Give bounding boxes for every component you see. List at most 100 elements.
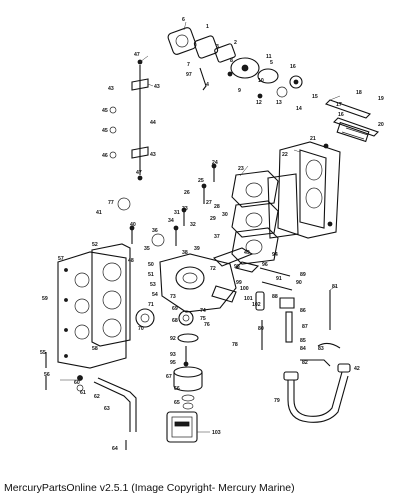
callout-75: 75 [200, 316, 206, 322]
callout-15: 15 [312, 94, 318, 100]
callout-89: 89 [300, 272, 306, 278]
callout-9: 9 [238, 88, 241, 94]
silencer-cover[interactable] [57, 251, 127, 369]
callout-32: 32 [190, 222, 196, 228]
carburetor-body[interactable] [135, 247, 254, 328]
fuel-pump-assembly[interactable] [167, 27, 303, 99]
primer-tube[interactable] [45, 352, 137, 450]
callout-94: 94 [272, 252, 278, 258]
silencer-gasket[interactable] [91, 243, 131, 347]
callout-100: 100 [240, 286, 249, 292]
choke-link-rod[interactable] [109, 59, 149, 181]
callout-69: 69 [172, 306, 178, 312]
callout-1: 1 [206, 24, 209, 30]
callout-43c: 43 [150, 152, 156, 158]
callout-65: 65 [174, 400, 180, 406]
fuel-hose[interactable] [283, 363, 351, 423]
callout-86: 86 [300, 308, 306, 314]
callout-67: 67 [166, 374, 172, 380]
callout-84: 84 [300, 346, 306, 352]
callout-27: 27 [206, 200, 212, 206]
callout-48: 48 [128, 258, 134, 264]
callout-18: 18 [356, 90, 362, 96]
callout-101: 101 [244, 296, 253, 302]
callout-33: 33 [182, 206, 188, 212]
callout-98: 98 [234, 264, 240, 270]
callout-11: 11 [266, 54, 272, 60]
callout-60: 60 [74, 380, 80, 386]
callout-87: 87 [302, 324, 308, 330]
callout-99: 99 [236, 280, 242, 286]
carburetor-adapter-plates[interactable] [231, 170, 299, 265]
callout-80: 80 [258, 326, 264, 332]
callout-97: 97 [186, 72, 192, 78]
callout-36: 36 [152, 228, 158, 234]
callout-12: 12 [256, 100, 262, 106]
copyright-footer: MercuryPartsOnline v2.5.1 (Image Copyrig… [4, 482, 295, 494]
callout-62: 62 [94, 394, 100, 400]
callout-29: 29 [210, 216, 216, 222]
callout-79: 79 [274, 398, 280, 404]
callout-57: 57 [58, 256, 64, 262]
callout-13: 13 [276, 100, 282, 106]
callout-61: 61 [80, 390, 86, 396]
callout-labels: 6 1 2 3 7 97 4 8 9 10 11 12 13 14 15 16 … [40, 17, 384, 452]
callout-5: 5 [270, 60, 273, 66]
leader-lines [60, 21, 341, 381]
callout-25: 25 [198, 178, 204, 184]
callout-8: 8 [230, 58, 233, 64]
callout-55: 55 [40, 350, 46, 356]
callout-14: 14 [296, 106, 302, 112]
reed-valve-set[interactable] [324, 99, 380, 143]
callout-26: 26 [184, 190, 190, 196]
callout-39: 39 [194, 246, 200, 252]
callout-66: 66 [174, 386, 180, 392]
callout-2: 2 [234, 40, 237, 46]
callout-77: 77 [108, 200, 114, 206]
callout-16b: 16 [338, 112, 344, 118]
callout-71: 71 [148, 302, 154, 308]
callout-24: 24 [212, 160, 218, 166]
callout-16: 16 [290, 64, 296, 70]
callout-21: 21 [310, 136, 316, 142]
callout-95: 95 [170, 360, 176, 366]
callout-37: 37 [214, 234, 220, 240]
callout-73: 73 [170, 294, 176, 300]
callout-4: 4 [206, 82, 209, 88]
callout-83: 83 [318, 346, 324, 352]
callout-52: 52 [92, 242, 98, 248]
callout-50: 50 [148, 262, 154, 268]
intake-manifold[interactable] [277, 141, 341, 239]
callout-63: 63 [104, 406, 110, 412]
callout-34: 34 [168, 218, 174, 224]
callout-44: 44 [150, 120, 156, 126]
callout-28: 28 [214, 204, 220, 210]
callout-93: 93 [170, 352, 176, 358]
callout-70: 70 [138, 326, 144, 332]
callout-31: 31 [174, 210, 180, 216]
mounting-screws[interactable] [117, 163, 217, 247]
exploded-parts-diagram: 6 1 2 3 7 97 4 8 9 10 11 12 13 14 15 16 … [40, 17, 384, 452]
callout-59: 59 [42, 296, 48, 302]
callout-23: 23 [238, 166, 244, 172]
callout-41: 41 [96, 210, 102, 216]
float-bowl-parts[interactable] [173, 333, 203, 410]
callout-17: 17 [336, 102, 342, 108]
callout-91: 91 [276, 276, 282, 282]
callout-85: 85 [300, 338, 306, 344]
callout-81: 81 [332, 284, 338, 290]
callout-92: 92 [170, 336, 176, 342]
callout-96: 96 [262, 262, 268, 268]
callout-68: 68 [172, 318, 178, 324]
callout-88: 88 [272, 294, 278, 300]
throttle-linkage[interactable] [234, 261, 341, 367]
callout-45a: 45 [102, 108, 108, 114]
callout-47a: 47 [134, 52, 140, 58]
decal-kit-box[interactable] [166, 411, 210, 443]
callout-76: 76 [204, 322, 210, 328]
callout-54: 54 [152, 292, 158, 298]
callout-78: 78 [232, 342, 238, 348]
callout-22: 22 [282, 152, 288, 158]
callout-6: 6 [182, 17, 185, 23]
callout-42: 42 [354, 366, 360, 372]
